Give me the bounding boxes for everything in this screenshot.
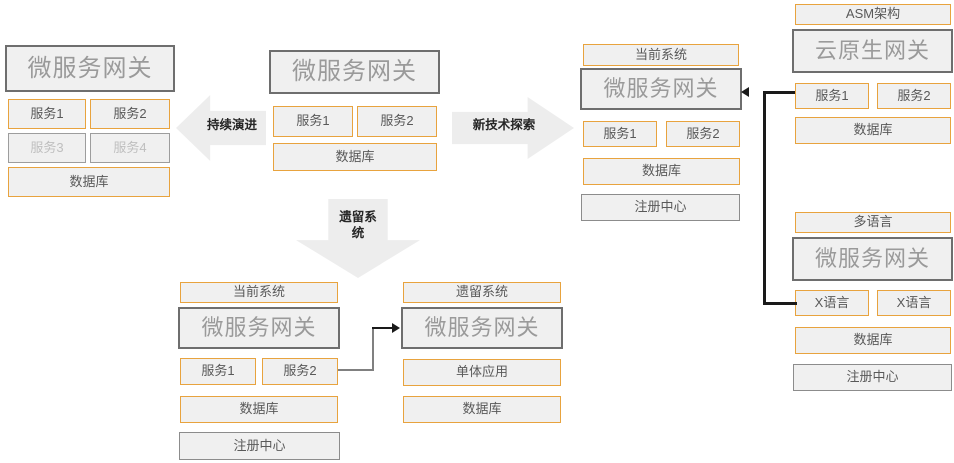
arrow-legacy-system-label: 遗留系 统 [339, 210, 377, 240]
target-service4: 服务4 [90, 133, 170, 163]
multilang-registry: 注册中心 [793, 364, 952, 391]
asm-gateway: 云原生网关 [792, 29, 953, 73]
asm-service2: 服务2 [877, 83, 951, 109]
center-gateway: 微服务网关 [269, 50, 440, 94]
current-bottom-header: 当前系统 [180, 282, 338, 303]
target-service2: 服务2 [90, 99, 170, 129]
current-bottom-registry: 注册中心 [179, 432, 340, 460]
connector-multilang-to-vertical-horizontal [763, 302, 797, 305]
target-gateway: 微服务网关 [5, 45, 175, 92]
multilang-database: 数据库 [795, 327, 951, 354]
multilang-header: 多语言 [795, 212, 951, 233]
current-bottom-database: 数据库 [180, 396, 338, 423]
current-bottom-gateway: 微服务网关 [178, 307, 340, 349]
legacy-gateway: 微服务网关 [401, 307, 563, 349]
current-bottom-service1: 服务1 [180, 358, 256, 385]
connector-legacy-arrowhead-icon [392, 323, 400, 333]
legacy-database: 数据库 [403, 396, 561, 423]
center-database: 数据库 [273, 143, 437, 171]
current-right-gateway: 微服务网关 [580, 68, 742, 110]
legacy-header: 遗留系统 [403, 282, 561, 303]
connector-asm-to-current-horizontal [763, 91, 795, 94]
target-database: 数据库 [8, 167, 170, 197]
center-service1: 服务1 [273, 106, 353, 137]
arrow-continuous-evolution-label: 持续演进 [206, 118, 257, 132]
legacy-monolith: 单体应用 [403, 359, 561, 386]
current-right-service1: 服务1 [583, 121, 657, 147]
arrow-new-tech-exploration-label: 新技术探索 [472, 118, 536, 132]
current-bottom-service2: 服务2 [262, 358, 338, 385]
target-service1: 服务1 [8, 99, 86, 129]
asm-header: ASM架构 [795, 4, 951, 25]
multilang-gateway: 微服务网关 [792, 237, 953, 281]
multilang-lang2: X语言 [877, 290, 951, 316]
multilang-lang1: X语言 [795, 290, 869, 316]
connector-service2-to-legacy-vertical [372, 327, 374, 371]
connector-right-vertical [763, 91, 766, 305]
asm-service1: 服务1 [795, 83, 869, 109]
center-service2: 服务2 [357, 106, 437, 137]
current-right-database: 数据库 [583, 158, 740, 185]
target-service3: 服务3 [8, 133, 86, 163]
current-right-header: 当前系统 [583, 44, 739, 66]
connector-service2-to-legacy-horizontal-lower [338, 369, 374, 371]
connector-service2-to-legacy-horizontal-upper [372, 327, 394, 329]
current-right-service2: 服务2 [666, 121, 740, 147]
asm-database: 数据库 [795, 117, 951, 144]
connector-current-right-arrowhead-icon [741, 87, 749, 97]
current-right-registry: 注册中心 [581, 194, 740, 221]
